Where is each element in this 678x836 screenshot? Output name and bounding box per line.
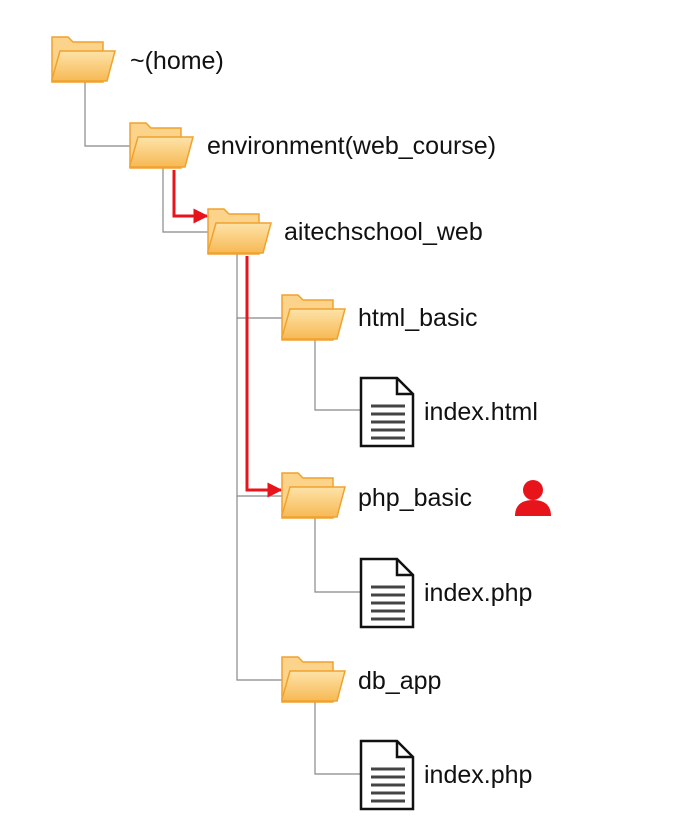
tree-node-environment-label[interactable]: environment(web_course)	[207, 132, 497, 160]
tree-node-html-index-label[interactable]: index.html	[424, 398, 538, 426]
connector-home-environment	[84, 82, 130, 147]
folder-icon[interactable]	[207, 208, 272, 255]
tree-node-php-basic-label[interactable]: php_basic	[358, 484, 472, 512]
connector-aitechschool-db	[236, 496, 282, 681]
tree-node-db-app-label[interactable]: db_app	[358, 667, 442, 695]
highlight-arrow-php-basic	[245, 256, 283, 498]
folder-icon[interactable]	[281, 656, 346, 703]
connector-aitechschool-html	[236, 254, 282, 319]
connector-aitechschool-php	[236, 318, 282, 497]
connector-environment-aitechschool	[162, 168, 208, 233]
document-icon[interactable]	[359, 557, 415, 629]
highlight-path	[172, 170, 283, 498]
user-icon	[515, 480, 551, 516]
folder-icon[interactable]	[129, 122, 194, 169]
document-icon[interactable]	[359, 376, 415, 448]
connector-html-index	[314, 340, 360, 411]
folder-icon[interactable]	[281, 294, 346, 341]
folder-icon[interactable]	[51, 36, 116, 83]
tree-node-php-index-label[interactable]: index.php	[424, 579, 533, 607]
highlight-arrow-aitechschool	[172, 170, 209, 224]
folder-icon[interactable]	[281, 472, 346, 519]
tree-node-db-index-label[interactable]: index.php	[424, 761, 533, 789]
connector-db-index	[314, 702, 360, 775]
tree-node-html-basic-label[interactable]: html_basic	[358, 304, 478, 332]
document-icon[interactable]	[359, 739, 415, 811]
connector-php-index	[314, 518, 360, 593]
tree-connectors	[84, 82, 360, 775]
tree-node-aitechschool-web-label[interactable]: aitechschool_web	[284, 218, 483, 246]
tree-node-home-label[interactable]: ~(home)	[130, 47, 224, 75]
